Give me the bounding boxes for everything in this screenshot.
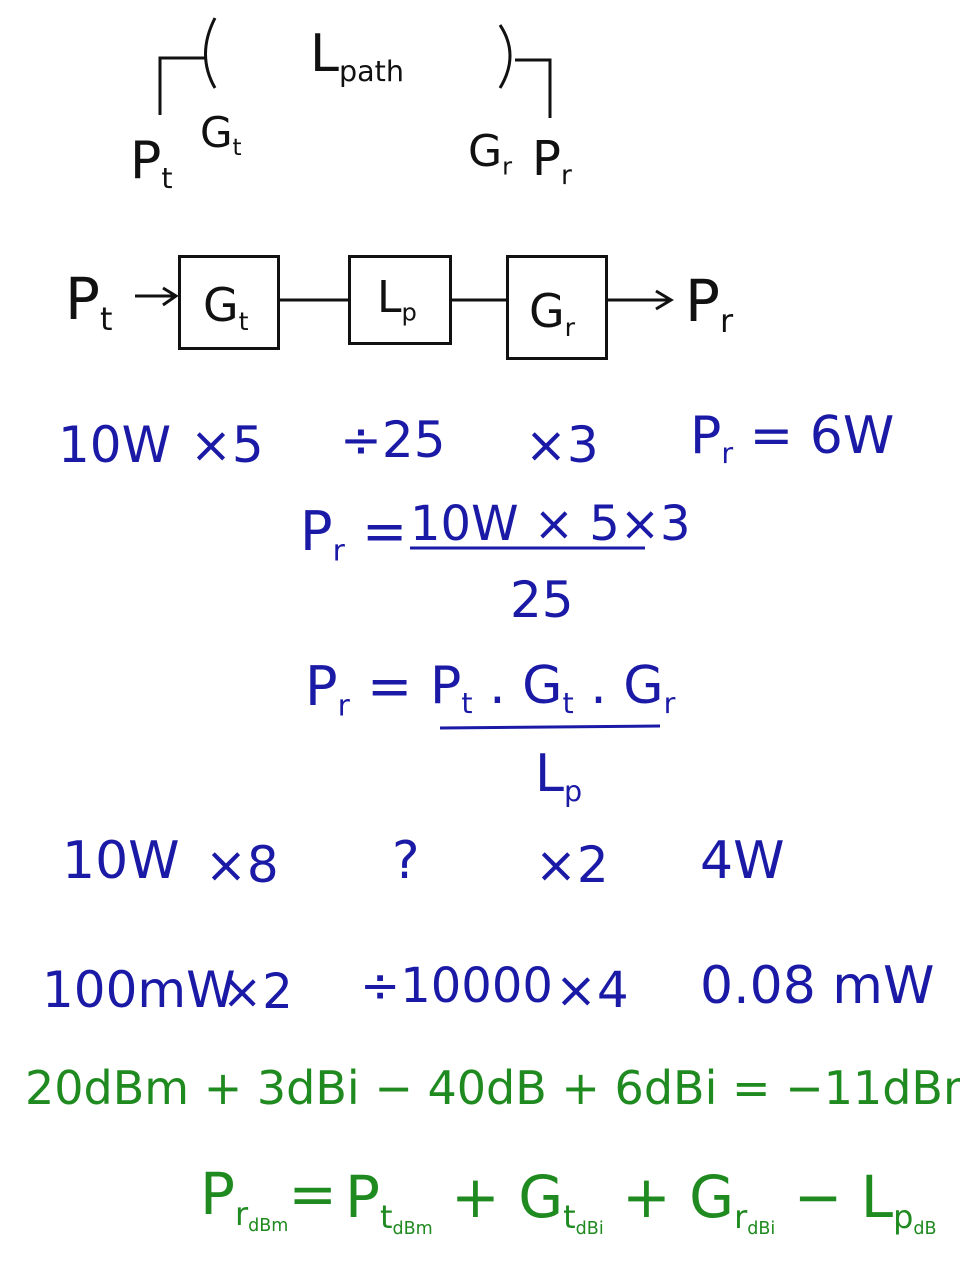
db-formula-rhs: PtdBm + GtdBi + GrdBi − LpdB [345, 1163, 937, 1240]
ex3-transmit-gain: ×2 [222, 964, 293, 1020]
right-paren [498, 24, 512, 89]
formula1-lhs: Pr = [300, 500, 408, 569]
ex3-path-loss: ÷10000 [360, 958, 553, 1014]
ex1-transmit-gain: ×5 [190, 416, 264, 474]
ex2-transmit-gain: ×8 [205, 836, 279, 894]
block-path-loss: Lp [348, 255, 452, 345]
ex2-power: 10W [62, 831, 180, 891]
top-receive-gain: Gr [468, 126, 513, 181]
output-arrow [608, 289, 674, 311]
ex3-receive-gain: ×4 [555, 961, 629, 1019]
chain-input-label: Pt [65, 265, 113, 339]
top-receive-power: Pr [532, 131, 572, 192]
chain-output-label: Pr [685, 267, 734, 341]
right-bracket-line [515, 58, 552, 118]
db-example: 20dBm + 3dBi − 40dB + 6dBi = −11dBm [25, 1061, 960, 1115]
input-arrow [135, 286, 179, 307]
formula2-denominator: Lp [535, 744, 583, 808]
ex1-path-loss: ÷25 [340, 411, 446, 469]
path-loss-label: Lpath [310, 24, 404, 88]
top-transmit-power: Pt [130, 131, 173, 195]
db-formula-lhs: PrdBm= [200, 1160, 337, 1237]
left-paren [204, 17, 217, 89]
formula2-numerator: Pt . Gt . Gr [430, 656, 676, 720]
formula1-denominator: 25 [510, 571, 574, 629]
ex1-power: 10W [58, 416, 172, 474]
ex3-power: 100mW [42, 961, 236, 1019]
block-transmit-gain: Gt [178, 255, 280, 350]
left-bracket-line [158, 56, 205, 115]
ex2-path-loss: ? [392, 831, 420, 891]
fraction-bar-2 [439, 724, 661, 730]
ex2-result: 4W [700, 831, 785, 891]
block-lp-label: Lp [377, 272, 417, 327]
top-transmit-gain: Gt [200, 108, 242, 162]
ex3-result: 0.08 mW [700, 956, 935, 1016]
ex2-receive-gain: ×2 [535, 836, 609, 894]
ex1-receive-gain: ×3 [525, 416, 599, 474]
block-receive-gain: Gr [506, 255, 608, 360]
block-gt-label: Gt [203, 278, 249, 336]
block-gr-label: Gr [529, 284, 576, 342]
formula2-lhs: Pr = [305, 655, 413, 724]
formula1-numerator: 10W × 5×3 [410, 496, 691, 552]
ex1-result: Pr = 6W [690, 406, 895, 470]
